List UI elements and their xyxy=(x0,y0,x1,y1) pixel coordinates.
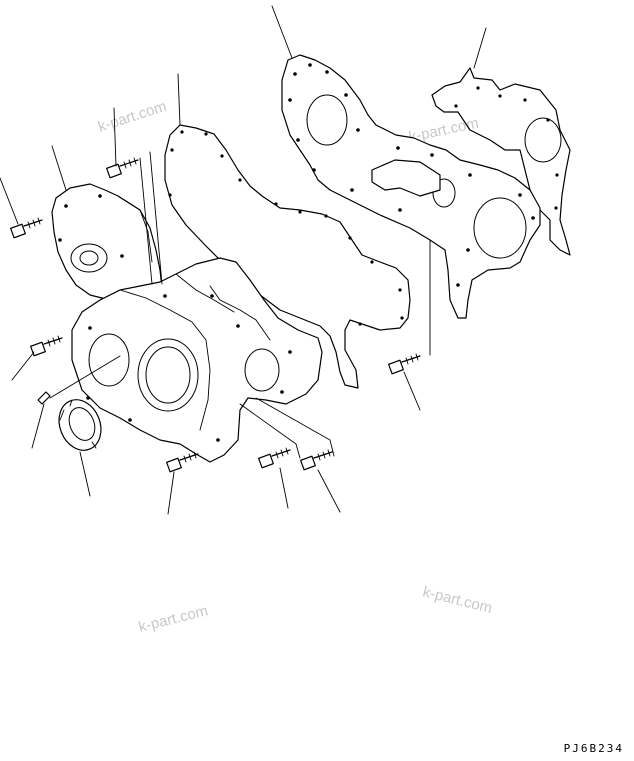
gear-case xyxy=(51,183,163,306)
drawing-code: PJ6B234 xyxy=(563,742,624,755)
front-plate xyxy=(281,54,541,319)
bolt-6 xyxy=(300,449,333,471)
watermark-1: k-part.com xyxy=(96,98,169,136)
leader-lines xyxy=(0,5,487,515)
dowel-pin xyxy=(37,391,51,405)
bolt-2 xyxy=(106,157,139,179)
bolt-7 xyxy=(388,353,421,375)
bolt-1 xyxy=(10,217,43,239)
bolt-3 xyxy=(30,335,63,357)
bolt-5 xyxy=(258,447,291,469)
watermark-3: k-part.com xyxy=(137,602,210,636)
bolt-4 xyxy=(166,451,199,473)
oil-seal xyxy=(58,399,102,451)
watermark-4: k-part.com xyxy=(421,583,494,617)
timing-cover xyxy=(71,257,323,463)
rear-gasket xyxy=(431,67,571,256)
